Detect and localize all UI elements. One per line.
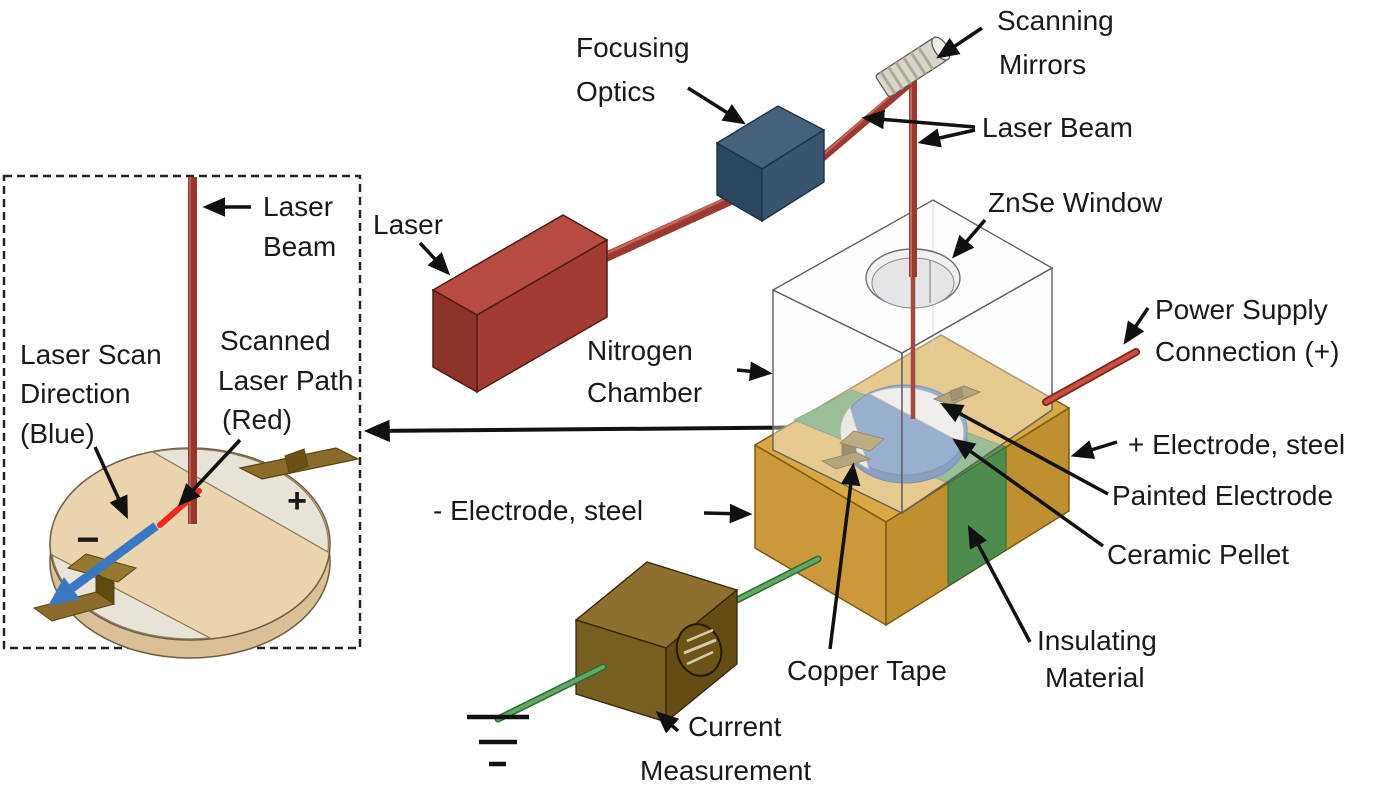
electrode-positive-label: + Electrode, steel [1128,429,1345,460]
focusing-optics-label-line1: Focusing [576,32,690,63]
scan-direction-label-line3: (Blue) [20,418,95,449]
inset-reference-arrow [363,419,857,443]
inset-laser-beam-label-line2: Beam [263,231,336,262]
focusing-optics-label-line2: Optics [576,76,655,107]
dial-stripe [686,650,714,666]
ground-wire-lower [494,663,607,723]
meter-dial [675,623,723,677]
dial-stripe [683,638,717,655]
insulating-material-front-strip [947,446,1007,587]
scanned-path-label-line1: Scanned [220,325,331,356]
copper-tape-negative [820,430,885,470]
electrode-negative-label: - Electrode, steel [433,495,643,526]
ground-wire-upper [733,555,822,604]
scan-direction-arrow [93,446,128,520]
znse-window-arrow [952,218,987,259]
laser-arrow [418,241,451,276]
scanning-mirrors-label-line1: Scanning [997,5,1114,36]
inset-panel: + − Laser Beam Laser Scan Direction (Blu… [2,174,362,659]
scanned-path-arrow [177,438,242,507]
current-measurement-label-line2: Measurement [640,755,811,785]
ceramic-pellet-assembly [820,384,982,484]
inset-plus-sign: + [287,482,307,520]
laser-left-face [432,288,478,394]
mirror-stripe [887,66,904,90]
inset-copper-tape-positive [238,447,360,480]
laser-beam-arrow-vertical [917,128,976,148]
laser-beam-label: Laser Beam [982,112,1133,143]
current-measurement-label-line1: Current [688,711,782,742]
beam-body [594,189,747,266]
tape-fold [949,386,964,402]
wire-core [735,557,820,602]
copper-tape-arrow [828,462,861,650]
scanning-mirrors-arrow [936,26,983,59]
mirror-stripe [879,71,897,95]
ceramic-pellet-label: Ceramic Pellet [1107,539,1289,570]
current-measurement-device [574,561,739,724]
electrode-negative-arrow [703,503,753,524]
painted-electrode-arrow [940,402,1109,496]
focusing-optics-arrow [687,86,746,125]
copper-tape-label: Copper Tape [787,655,947,686]
scanning-mirrors-label-line2: Mirrors [999,49,1086,80]
dial-stripe [686,628,714,643]
scan-direction-label-line2: Direction [20,378,130,409]
beam-highlight [598,189,743,259]
scanned-path-label-line3: (Red) [222,404,292,435]
insulating-material-label-line1: Insulating [1037,625,1157,656]
inset-laser-beam-label-line1: Laser [263,191,333,222]
laser-beam-vertical [909,80,917,419]
power-supply-wire [1042,348,1140,406]
blue-arrow-shaft [69,522,159,592]
power-supply-arrow [1123,307,1150,345]
znse-window-label: ZnSe Window [988,187,1163,218]
electrode-positive-arrow [1070,440,1118,459]
mirror-stripe [902,56,919,80]
laser-source [431,214,609,394]
current-measurement-arrow [655,710,680,734]
power-supply-label-line1: Power Supply [1155,294,1328,325]
tape-flat [839,430,885,452]
laser-label: Laser [373,209,443,240]
inset-laser-beam [188,177,197,524]
nitrogen-chamber-label-line2: Chamber [587,377,702,408]
power-supply-label-line2: Connection (+) [1155,336,1339,367]
laser-beam-segment-1 [594,189,747,266]
wire-core [496,665,605,721]
tape-flat-lower [820,451,872,470]
ground-symbol [467,714,529,767]
laser-scan-direction-blue-arrow [48,522,159,606]
painted-electrode-label: Painted Electrode [1112,480,1333,511]
scan-direction-label-line1: Laser Scan [20,339,162,370]
insulating-material-label-line2: Material [1045,662,1145,693]
focusing-optics-cube [715,105,826,223]
inset-minus-sign: − [76,518,99,562]
mirror-stripe [909,51,927,75]
ceramic-pellet-arrow [952,438,1105,548]
mirror-stripe [917,46,935,71]
scanned-path-label-line2: Laser Path [218,365,353,396]
laser-beam-arrow-diagonal [861,109,976,130]
mirror-stripe [894,61,912,85]
blue-arrow-head [48,577,80,606]
wire-core [1043,349,1139,405]
nitrogen-chamber-label-line1: Nitrogen [587,335,693,366]
nitrogen-chamber-arrow [736,361,773,382]
tape-fold [284,448,309,474]
optics-front-face [761,128,825,223]
insulating-material-arrow [967,524,1032,643]
beam-body [188,177,197,524]
